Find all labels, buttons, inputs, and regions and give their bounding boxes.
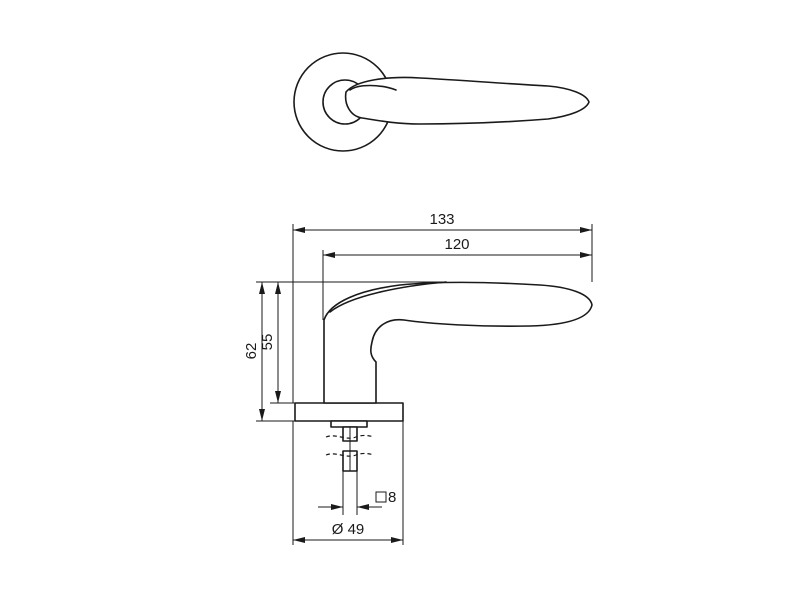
- spindle-collar: [330, 420, 368, 428]
- dim-lever-height-label: 55: [259, 334, 276, 351]
- dim-spindle-square: 8: [318, 489, 396, 510]
- spindle-break-bottom: [325, 452, 375, 457]
- dim-rose-diameter: Ø 49: [293, 521, 403, 543]
- side-view-rose: [294, 402, 404, 422]
- dim-spindle-square-label: 8: [388, 489, 396, 506]
- dim-overall-length: 133: [293, 211, 592, 233]
- side-view-lever-ridge: [329, 281, 447, 313]
- dim-overall-length-label: 133: [429, 211, 454, 228]
- spindle-break-top: [325, 434, 375, 439]
- square-outline-icon: [375, 491, 387, 503]
- dim-lever-length-label: 120: [444, 236, 469, 253]
- top-view: [293, 52, 590, 152]
- side-view: [294, 281, 593, 472]
- dim-rose-diameter-label: Ø 49: [332, 521, 365, 538]
- dim-lever-length: 120: [323, 236, 592, 258]
- dim-overall-height-label: 62: [243, 343, 260, 360]
- dim-overall-height: 62: [243, 282, 265, 421]
- side-view-lever: [323, 281, 593, 404]
- top-view-lever: [344, 76, 590, 125]
- dim-lever-height: 55: [259, 282, 281, 403]
- top-view-lever-inner-edge: [349, 84, 397, 91]
- dimensions: 133 120 62 55: [243, 211, 593, 545]
